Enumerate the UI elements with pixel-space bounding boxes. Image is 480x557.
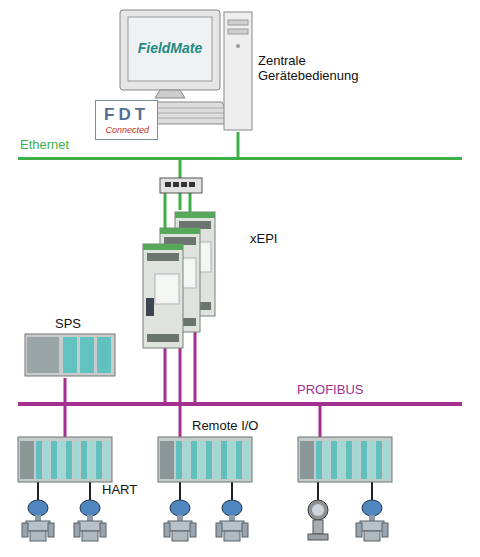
- plc-module: [63, 337, 77, 373]
- hart-wire: [231, 482, 233, 500]
- io-rack: [298, 437, 392, 482]
- hart-wire: [371, 482, 373, 500]
- field-transmitter: [164, 500, 196, 541]
- device-label: Remote I/O: [192, 419, 258, 434]
- station-label: Zentrale Gerätebedienung: [258, 54, 380, 84]
- profibus-wire: [164, 346, 167, 402]
- remote-io-rack: Remote I/O: [155, 437, 255, 547]
- field-transmitter: [22, 500, 54, 541]
- field-transmitter: [356, 500, 388, 541]
- profibus-wire: [194, 330, 197, 402]
- device-label: xEPI: [250, 232, 277, 247]
- profibus-bus: PROFIBUS: [18, 402, 462, 406]
- gateway-modules: xEPI: [140, 210, 290, 348]
- remote-io-rack: HART: [15, 437, 137, 547]
- protocol-label: HART: [102, 483, 137, 498]
- plc-body: [25, 334, 115, 376]
- plc: SPS: [24, 316, 116, 378]
- ethernet-bus: Ethernet: [18, 157, 462, 160]
- din-module: [143, 244, 183, 348]
- logo-text: FDT: [104, 106, 149, 125]
- io-rack: [158, 437, 252, 482]
- device-label: SPS: [55, 317, 81, 332]
- drive-bay: [228, 20, 248, 25]
- switch-port: [181, 182, 187, 187]
- ethernet-wire: [189, 193, 192, 213]
- hart-wire: [179, 482, 181, 500]
- bus-label: Ethernet: [20, 138, 69, 153]
- plc-module: [80, 337, 94, 373]
- plc-cpu: [27, 337, 59, 373]
- field-gauge: [308, 500, 328, 540]
- screen-logo: FieldMate: [128, 40, 212, 56]
- profibus-drop: [319, 405, 322, 437]
- plc-module: [97, 337, 111, 373]
- switch-port: [189, 182, 195, 187]
- field-transmitter: [74, 500, 106, 541]
- field-transmitter: [216, 500, 248, 541]
- pc-tower: [224, 12, 252, 130]
- bus-connection: [64, 406, 67, 437]
- monitor-frame: [120, 10, 220, 90]
- bus-connection: [179, 406, 182, 437]
- hart-wire: [37, 482, 39, 500]
- monitor-screen: [128, 17, 212, 81]
- bus-connection: [64, 378, 67, 402]
- io-rack: [18, 437, 112, 482]
- drive-bay: [228, 29, 248, 34]
- power-button: [236, 44, 240, 48]
- hart-wire: [89, 482, 91, 500]
- bus-label: PROFIBUS: [297, 383, 363, 398]
- network-switch: [160, 178, 202, 193]
- bus-connection: [237, 132, 240, 157]
- switch-port: [165, 182, 171, 187]
- hart-wire: [317, 482, 319, 500]
- monitor-stand: [155, 90, 185, 98]
- bus-connection: [179, 348, 182, 402]
- fdt-logo: FDTConnected: [95, 100, 158, 140]
- sub-d-port: [146, 298, 154, 316]
- logo-subtext: Connected: [104, 125, 149, 136]
- switch-port: [173, 182, 179, 187]
